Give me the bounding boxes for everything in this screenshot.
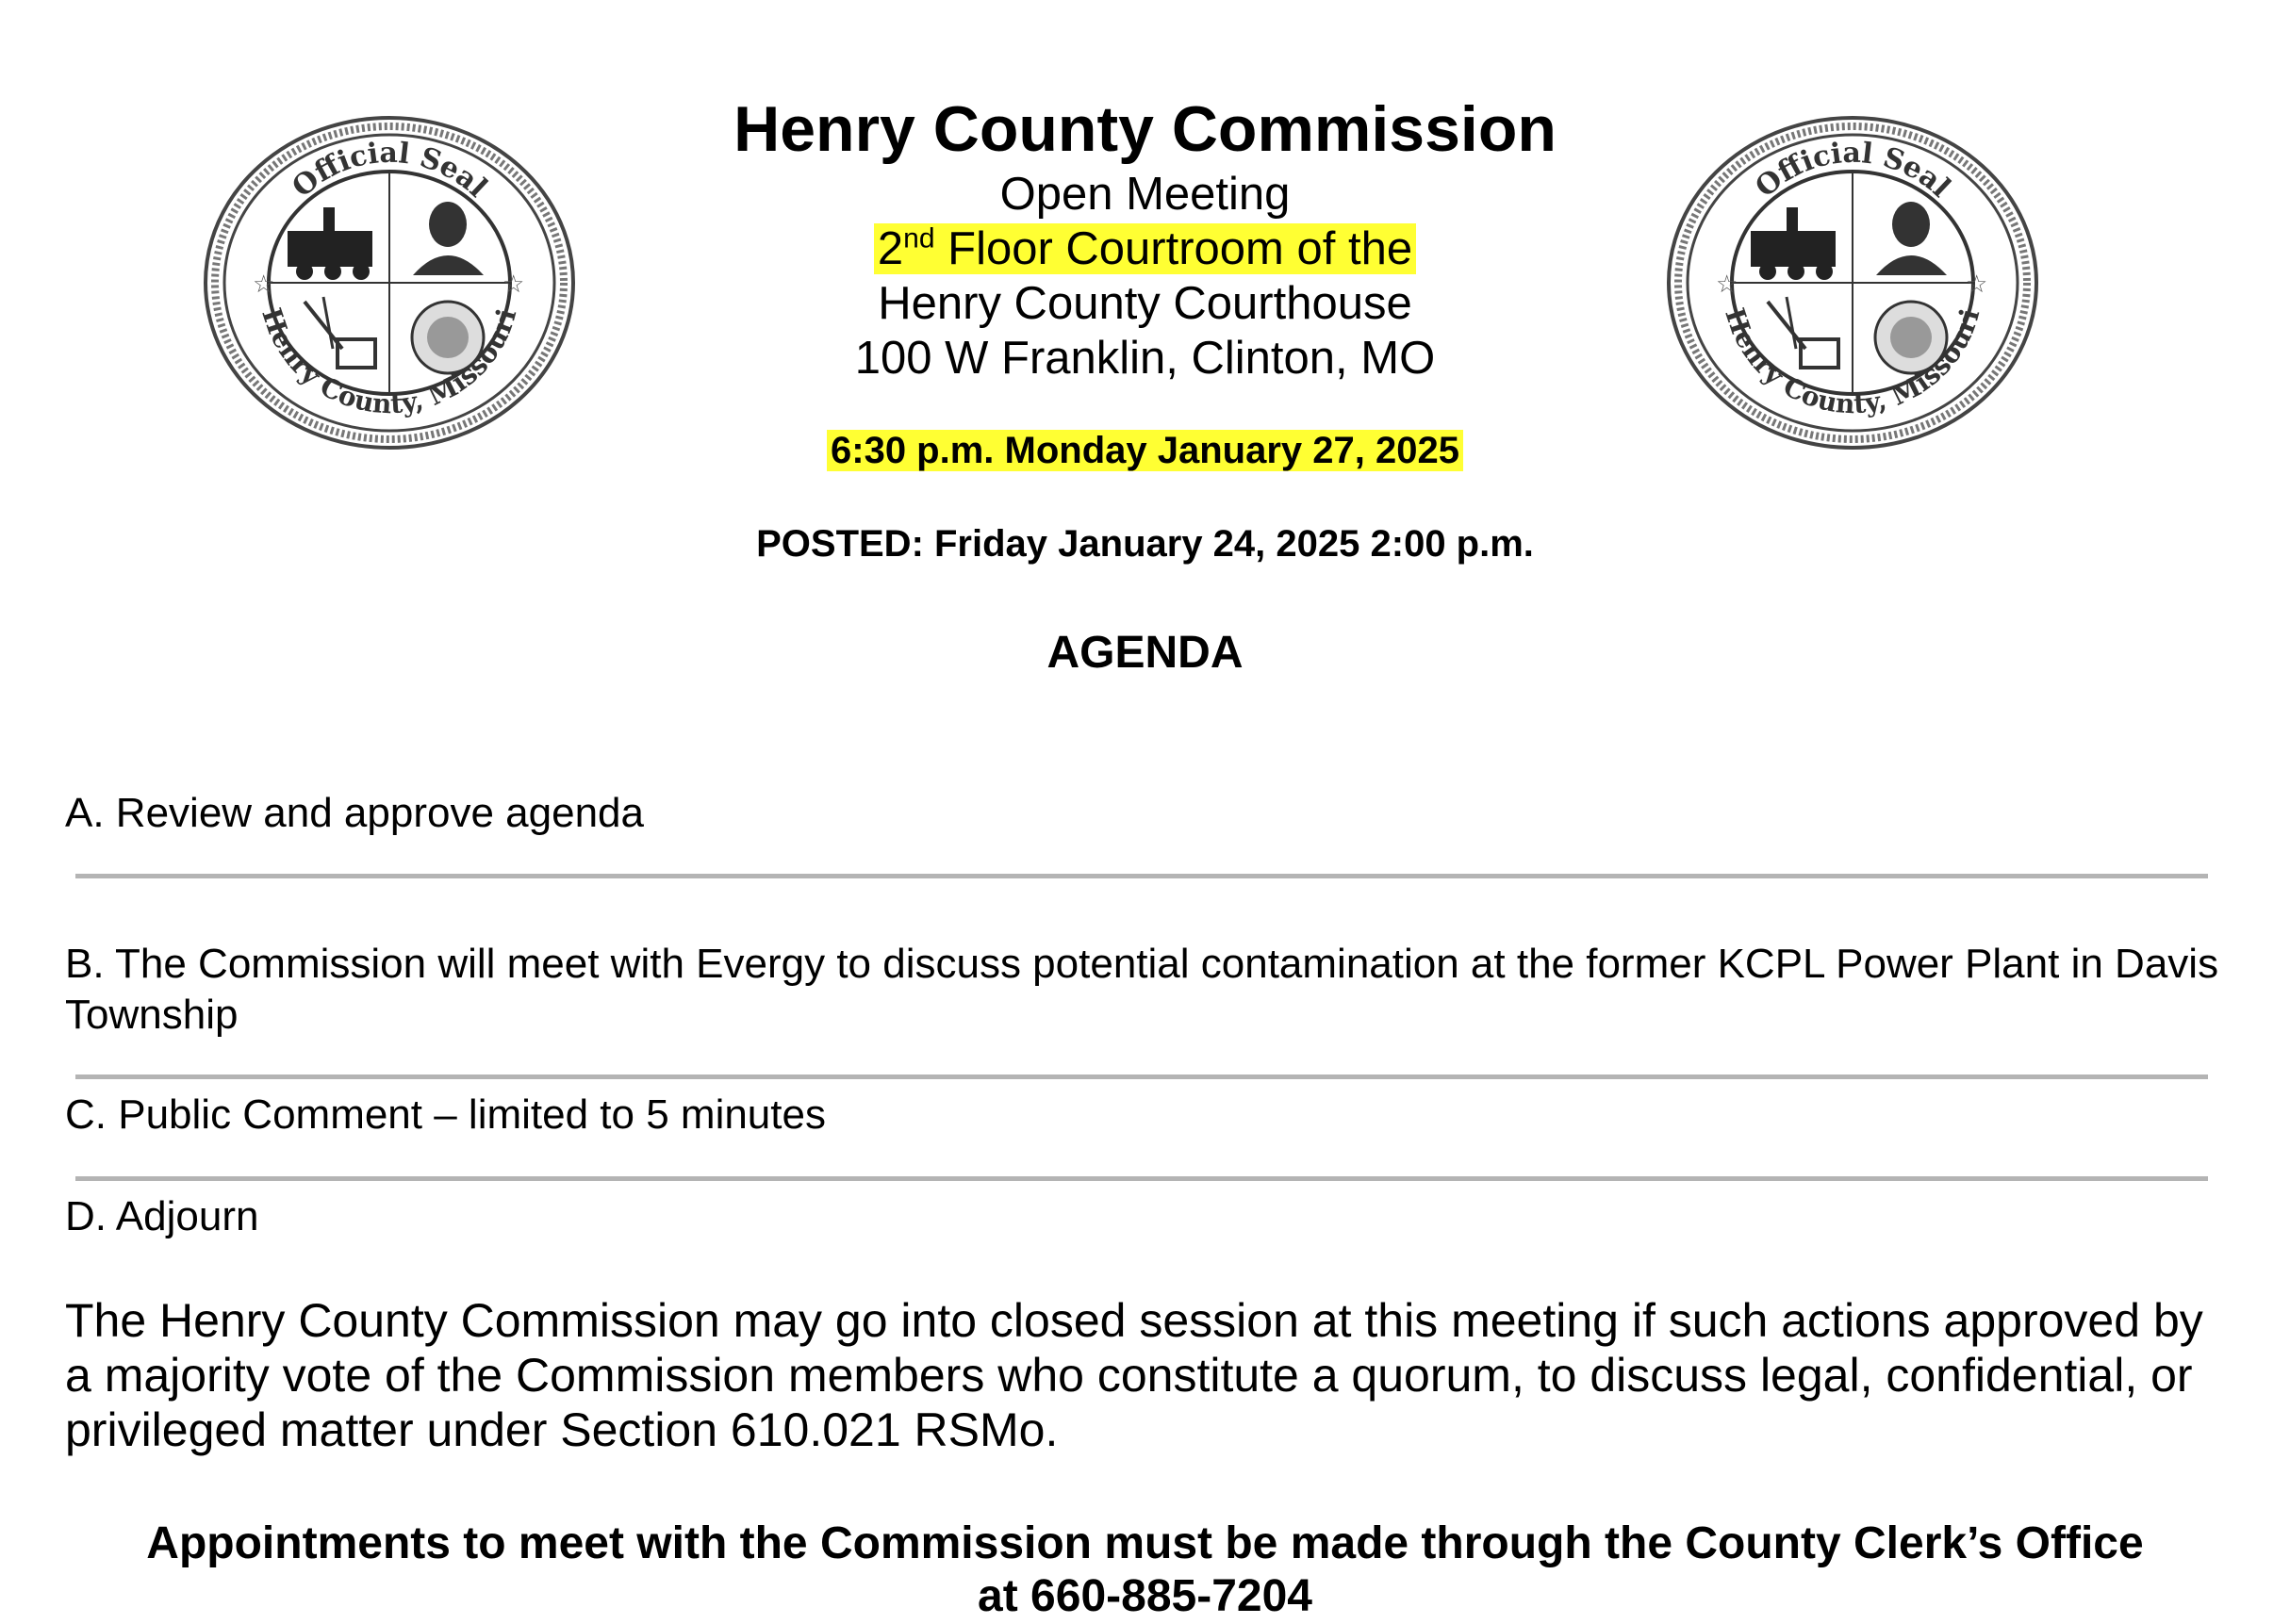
- train-icon: [1751, 207, 1836, 280]
- star-icon: ☆: [253, 270, 274, 298]
- meeting-type: Open Meeting: [999, 169, 1291, 220]
- star-icon: ☆: [1716, 270, 1738, 298]
- star-icon: ☆: [1966, 270, 1987, 298]
- county-seal-left: Official Seal Henry County, Missouri ☆ ☆: [201, 113, 578, 452]
- county-seal-right: Official Seal Henry County, Missouri ☆ ☆: [1664, 113, 2041, 452]
- agenda-item-c: C. Public Comment – limited to 5 minutes: [65, 1091, 826, 1138]
- posted-date: POSTED: Friday January 24, 2025 2:00 p.m…: [756, 523, 1534, 565]
- state-seal-icon: [410, 300, 486, 375]
- meeting-time-row: 6:30 p.m. Monday January 27, 2025: [0, 430, 2290, 472]
- portrait-icon: [1876, 202, 1947, 275]
- floor-ordinal: nd: [903, 222, 935, 254]
- appointments-phone: at 660-885-7204: [978, 1571, 1312, 1621]
- meeting-location-floor: 2nd Floor Courtroom of the: [0, 222, 2290, 275]
- appointments-notice: Appointments to meet with the Commission…: [0, 1517, 2290, 1623]
- portrait-icon: [413, 202, 484, 275]
- meeting-time: 6:30 p.m. Monday January 27, 2025: [827, 430, 1463, 471]
- mine-tower-icon: [1766, 296, 1840, 369]
- seal-emblem: Official Seal Henry County, Missouri ☆ ☆: [1667, 116, 2038, 450]
- agenda-item-d: D. Adjourn: [65, 1193, 259, 1239]
- agenda-item-b: B. The Commission will meet with Evergy …: [65, 941, 2219, 1038]
- state-seal-icon: [1873, 300, 1949, 375]
- agenda-heading: AGENDA: [1046, 628, 1244, 678]
- floor-description: Floor Courtroom of the: [934, 223, 1413, 274]
- divider: [75, 1176, 2208, 1181]
- agenda-item-a: A. Review and approve agenda: [65, 790, 644, 836]
- meeting-building: Henry County Courthouse: [878, 278, 1412, 329]
- divider: [75, 874, 2208, 878]
- location-highlight: 2nd Floor Courtroom of the: [873, 222, 1417, 274]
- floor-number: 2: [877, 223, 904, 274]
- page-title: Henry County Commission: [733, 93, 1557, 165]
- train-icon: [288, 207, 372, 280]
- meeting-address: 100 W Franklin, Clinton, MO: [854, 333, 1436, 384]
- mine-tower-icon: [303, 296, 377, 369]
- seal-emblem: Official Seal Henry County, Missouri ☆ ☆: [204, 116, 575, 450]
- star-icon: ☆: [502, 270, 524, 298]
- appointments-line-1: Appointments to meet with the Commission…: [146, 1518, 2144, 1568]
- divider: [75, 1074, 2208, 1079]
- closed-session-notice: The Henry County Commission may go into …: [65, 1294, 2203, 1456]
